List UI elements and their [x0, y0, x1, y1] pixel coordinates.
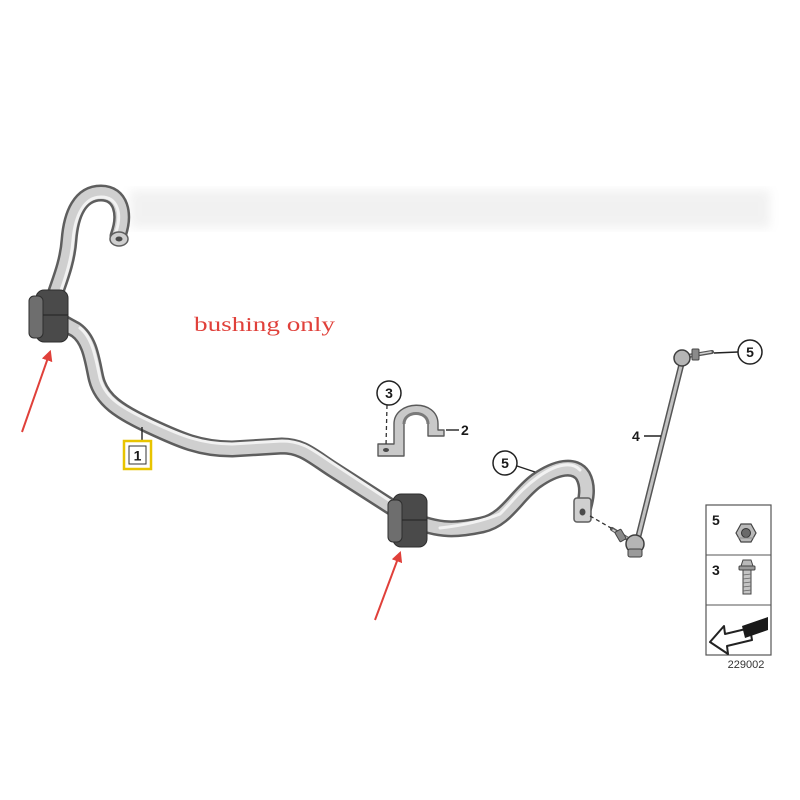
bushing-left — [28, 289, 69, 343]
stabilizer-bar-highlight — [55, 195, 582, 530]
callout-1-label: 1 — [134, 448, 142, 464]
bar-end-hole-right — [579, 508, 586, 516]
hardware-legend: 5 3 — [705, 504, 772, 656]
callout-4-label: 4 — [632, 428, 640, 444]
stabilizer-bar-outline — [43, 184, 595, 538]
diagram-code: 229002 — [728, 659, 765, 671]
bushing-right — [387, 493, 428, 548]
callout-3-circle — [376, 380, 402, 406]
link-rod-body — [636, 360, 684, 540]
callout-5-link-label: 5 — [746, 344, 754, 360]
callout-5-link-circle — [737, 339, 763, 365]
bushing-right-face — [387, 499, 403, 543]
callout-5-link-leader — [713, 351, 739, 354]
bushing-only-note: bushing only — [194, 314, 335, 336]
callout-5-bar-circle — [492, 450, 518, 476]
direction-arrow-icon — [709, 617, 768, 655]
bracket-part — [377, 404, 445, 457]
callout-5-bar-label: 5 — [501, 455, 509, 471]
callout-2-label: 2 — [461, 422, 469, 438]
legend-item-1-number: 5 — [712, 512, 720, 528]
callout-3-dash-line — [385, 404, 388, 447]
callout-5-bar-leader — [516, 465, 536, 473]
legend-item-2-number: 3 — [712, 562, 720, 578]
callout-3-label: 3 — [385, 385, 393, 401]
link-top-hex — [691, 348, 700, 361]
link-top-ball-joint — [673, 349, 691, 367]
watermark — [130, 190, 770, 228]
stabilizer-bar — [43, 184, 595, 538]
link-bottom-hex — [614, 528, 627, 543]
nut-icon — [735, 523, 757, 543]
bracket-hole — [383, 448, 389, 452]
bracket-inner-shadow — [402, 412, 430, 425]
link-bottom-housing — [627, 548, 643, 558]
red-arrow-left-bushing — [21, 349, 53, 433]
stabilizer-link — [610, 348, 714, 558]
red-arrow-right-bushing — [374, 550, 403, 621]
bushing-left-face — [28, 295, 44, 339]
bolt-icon — [738, 559, 756, 595]
callout-1-inner-box — [128, 445, 147, 465]
bar-end-hole-left — [115, 236, 123, 242]
assembly-dash-line — [589, 515, 612, 529]
stabilizer-bar-body — [45, 187, 593, 535]
